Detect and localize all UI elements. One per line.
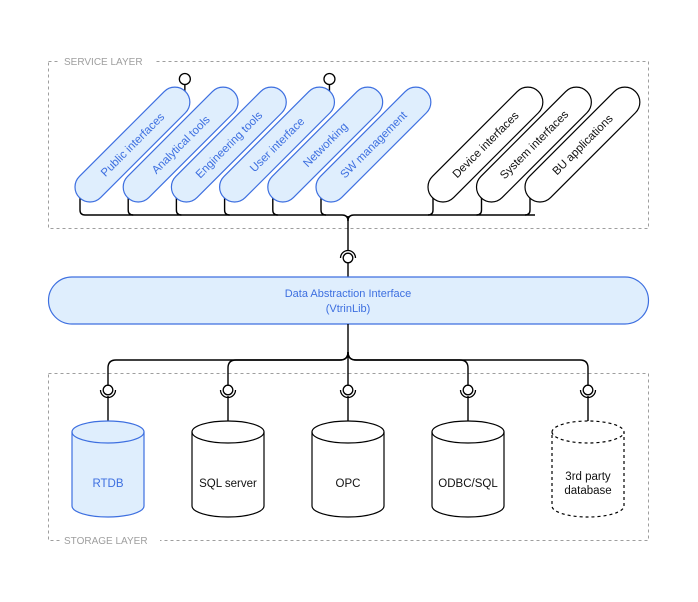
database-rim [431,431,505,444]
database-cylinder-icon[interactable] [431,420,505,518]
database-label: ODBC/SQL [438,478,498,490]
storage-layer-label-bg [60,534,160,546]
provided-interface-icon [178,72,192,86]
database-cylinder-icon[interactable] [71,420,145,518]
service-layer-border [48,61,649,229]
socket-icon [339,249,357,259]
storage-bus [99,324,597,421]
database-cylinder-icon[interactable] [311,420,385,518]
database-rtdb[interactable]: RTDB [71,420,145,518]
service-module-shape[interactable] [213,81,340,208]
service-module-shape[interactable] [470,81,597,208]
data-abstraction-interface-shape[interactable] [47,276,650,325]
database-3rd-party-database[interactable]: 3rd party database [551,420,625,518]
database-cylinder-icon[interactable] [191,420,265,518]
database-label: OPC [336,478,361,490]
service-module-shape[interactable] [310,81,437,208]
service-module-wire [427,197,434,216]
interface-lollipop-icon [462,384,474,396]
database-label: database [564,485,611,497]
database-rim [191,431,265,444]
database-sql-server[interactable]: SQL server [191,420,265,518]
service-bus-right [347,214,535,222]
storage-databases: RTDB SQL server OPC ODBC/SQL 3rd party databa… [71,420,625,518]
database-rim [551,431,625,444]
storage-branch-wire [347,351,469,388]
data-abstraction-interface[interactable]: Data Abstraction Interface (VtrinLib) [47,276,650,325]
database-label: SQL server [199,478,257,490]
storage-branch-wire [227,351,349,388]
database-cylinder-icon[interactable] [551,420,625,518]
storage-layer: STORAGE LAYER RTDB SQL server OPC ODBC/SQL 3… [48,324,649,547]
database-rim [71,431,145,444]
database-opc[interactable]: OPC [311,420,385,518]
interface-lollipop-icon [222,384,234,396]
dai-upper-connector [339,216,357,277]
service-module-shape[interactable] [262,81,389,208]
interface-lollipop-icon [342,384,354,396]
service-module-shape[interactable] [422,81,549,208]
interface-lollipop-icon [582,384,594,396]
database-rim [311,431,385,444]
storage-layer-label: STORAGE LAYER [64,536,148,547]
service-module-shape[interactable] [165,81,292,208]
dai-subtitle: (VtrinLib) [326,303,371,315]
service-module-shape[interactable] [519,81,646,208]
service-layer: SERVICE LAYER Public interfacesAnalytica… [48,55,649,229]
service-module-wire [476,197,483,216]
dai-title: Data Abstraction Interface [285,288,412,300]
service-module-wire [79,197,86,216]
service-layer-label: SERVICE LAYER [64,57,143,68]
service-layer-label-bg [60,55,154,67]
service-module-wire [524,197,531,216]
storage-branch-wire [347,351,589,388]
database-odbc-sql[interactable]: ODBC/SQL [431,420,505,518]
database-label: RTDB [92,478,123,490]
service-module-shape[interactable] [69,81,196,208]
database-label: 3rd party [565,471,611,483]
interface-lollipop-icon [102,384,114,396]
service-module-shape[interactable] [117,81,244,208]
service-bus-left [85,214,349,222]
provided-interface-icon [323,72,336,86]
interface-lollipop-icon [342,252,354,264]
service-bus [79,72,535,222]
